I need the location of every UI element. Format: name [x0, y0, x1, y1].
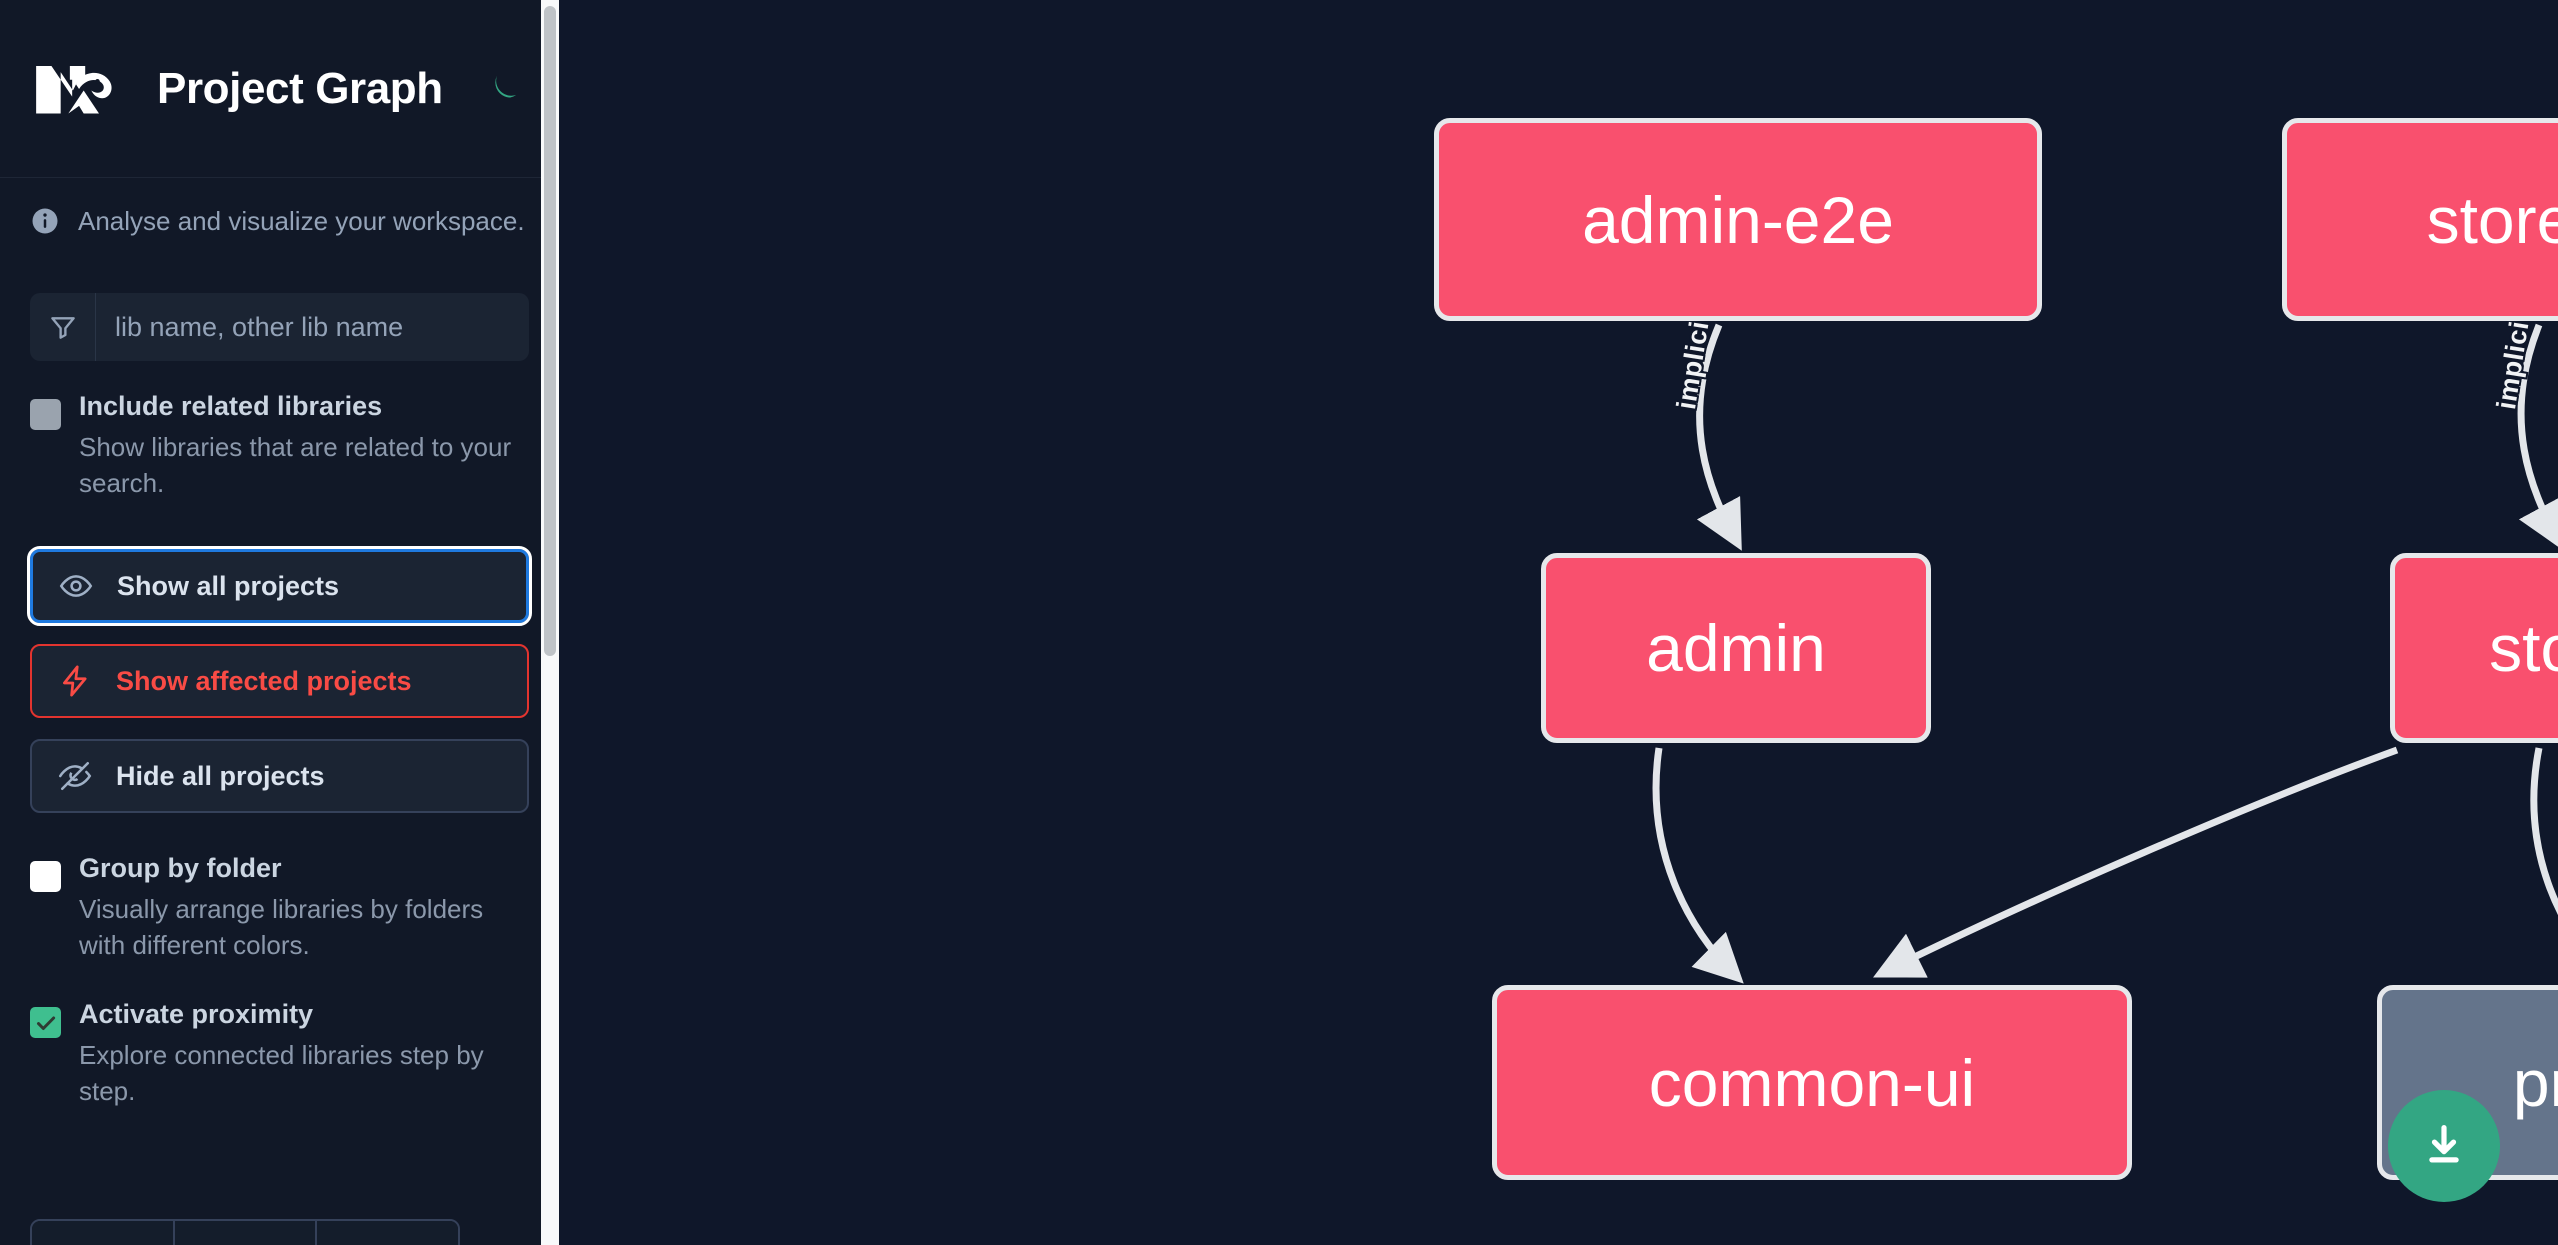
activate-proximity-checkbox[interactable]: [30, 1007, 61, 1039]
edge-admin-to-common-ui: [1652, 747, 1744, 984]
show-affected-projects-button[interactable]: Show affected projects: [30, 644, 529, 719]
lightning-icon: [63, 665, 87, 697]
graph-canvas[interactable]: implicit implicit admin-e2e store-e2e ad…: [559, 0, 2558, 1245]
hide-all-projects-button[interactable]: Hide all projects: [30, 739, 529, 814]
graph-edges: [1652, 323, 2558, 984]
filter-box[interactable]: [30, 293, 529, 361]
moon-icon[interactable]: [479, 66, 525, 112]
check-icon: [36, 1016, 55, 1030]
tagline-text: Analyse and visualize your workspace.: [78, 205, 525, 236]
sidebar-scrollbar[interactable]: [541, 0, 559, 1245]
activate-proximity-description: Explore connected libraries step by step…: [79, 1040, 484, 1107]
download-icon: [2429, 1124, 2459, 1163]
show-affected-projects-label: Show affected projects: [116, 665, 412, 696]
edge-store-to-products: [2530, 747, 2558, 916]
tagline: Analyse and visualize your workspace.: [30, 178, 529, 264]
sidebar-scrollbar-thumb[interactable]: [544, 6, 556, 656]
edge-store-to-common-ui: [1873, 746, 2399, 978]
hide-all-projects-label: Hide all projects: [116, 760, 325, 791]
funnel-icon: [30, 293, 96, 361]
segment-option-2[interactable]: [174, 1221, 318, 1245]
activate-proximity-label: Activate proximity: [79, 999, 314, 1030]
show-all-projects-label: Show all projects: [117, 570, 340, 601]
segmented-control[interactable]: [30, 1219, 460, 1245]
include-related-libraries-description: Show libraries that are related to your …: [79, 432, 512, 498]
edge-store-e2e-to-store: [2517, 323, 2558, 551]
info-icon: [30, 206, 60, 236]
graph-node-common-ui[interactable]: common-ui: [1492, 985, 2132, 1180]
edge-admin-e2e-to-admin: [1696, 323, 1742, 551]
show-all-projects-button[interactable]: Show all projects: [27, 546, 532, 627]
graph-options: Group by folder Visually arrange librari…: [30, 855, 529, 1109]
group-by-folder-checkbox[interactable]: [30, 861, 61, 893]
graph-node-store[interactable]: store: [2390, 553, 2558, 743]
segment-option-3[interactable]: [317, 1221, 458, 1245]
include-related-libraries-label: Include related libraries: [79, 391, 383, 421]
group-by-folder-description: Visually arrange libraries by folders wi…: [79, 894, 484, 960]
group-by-folder-row: Group by folder Visually arrange librari…: [30, 855, 529, 963]
graph-node-store-e2e[interactable]: store-e2e: [2282, 118, 2558, 321]
search-input[interactable]: [96, 293, 529, 361]
include-related-libraries-row: Include related libraries Show libraries…: [30, 393, 529, 501]
graph-node-admin-e2e[interactable]: admin-e2e: [1434, 118, 2042, 321]
activate-proximity-row: Activate proximity Explore connected lib…: [30, 1001, 529, 1109]
sidebar: Project Graph Analyse and visualize your…: [0, 0, 559, 1245]
eye-icon: [59, 575, 93, 598]
graph-node-admin[interactable]: admin: [1541, 553, 1931, 743]
page-title: Project Graph: [157, 63, 443, 113]
sidebar-body: Analyse and visualize your workspace. In…: [0, 178, 559, 1110]
download-button[interactable]: [2388, 1090, 2500, 1202]
include-related-libraries-checkbox[interactable]: [30, 399, 61, 430]
group-by-folder-label: Group by folder: [79, 853, 282, 884]
eye-off-icon: [58, 762, 92, 791]
segment-option-1[interactable]: [32, 1221, 175, 1245]
sidebar-header: Project Graph: [0, 0, 559, 178]
project-visibility-buttons: Show all projects Show affected projects…: [27, 546, 532, 814]
nx-logo-icon: [30, 58, 122, 120]
